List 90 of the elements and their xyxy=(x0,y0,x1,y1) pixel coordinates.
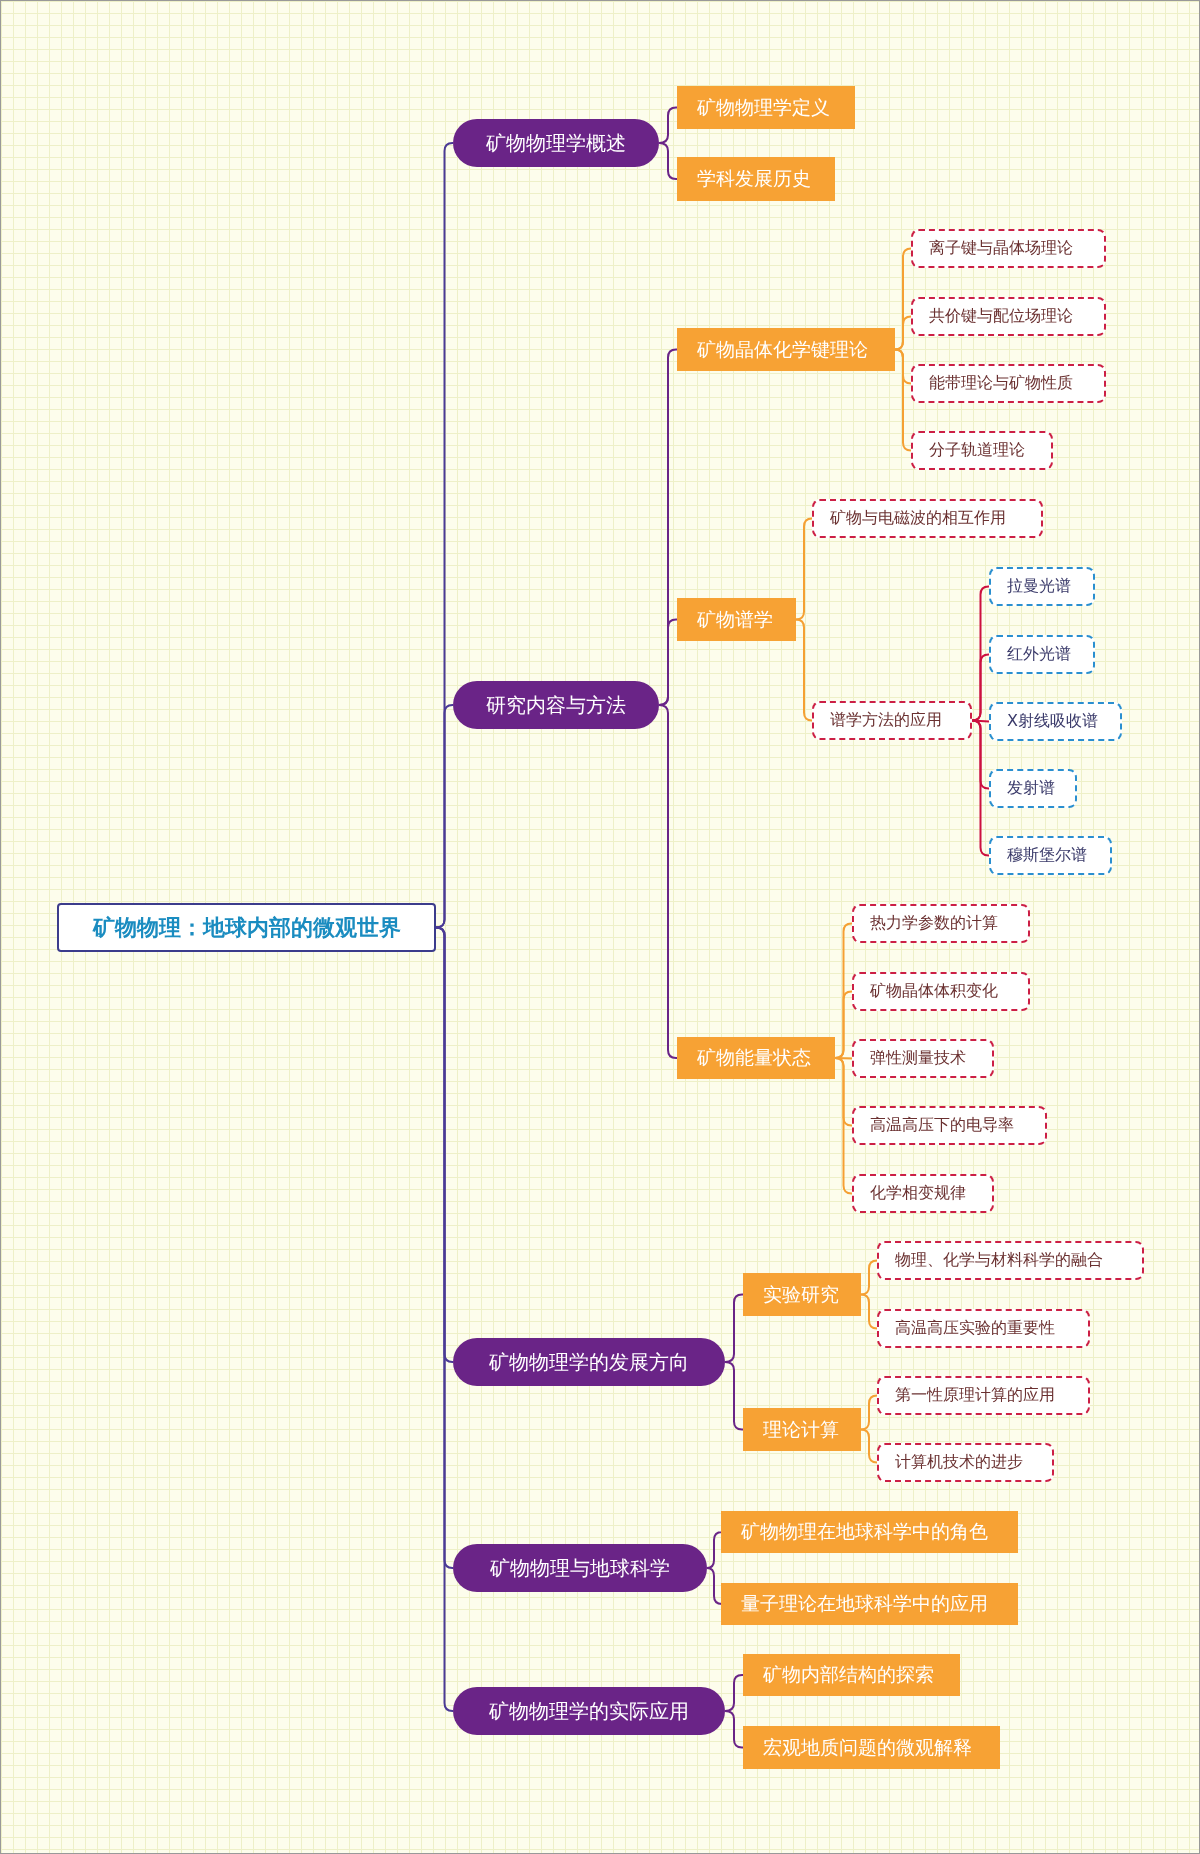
main-topic-pill xyxy=(453,681,659,729)
topic-text: 热力学参数的计算 xyxy=(870,913,998,934)
root-topic-box xyxy=(57,903,436,952)
detail-dashed-box xyxy=(852,972,1030,1011)
topic-text: 分子轨道理论 xyxy=(929,440,1025,461)
topic-text: 共价键与配位场理论 xyxy=(929,306,1073,327)
detail-dashed-box xyxy=(812,701,972,740)
detail-dashed-box xyxy=(989,635,1095,674)
detail-dashed-box xyxy=(852,904,1030,943)
topic-text: 高温高压实验的重要性 xyxy=(895,1318,1055,1339)
topic-text: 计算机技术的进步 xyxy=(895,1452,1023,1473)
subtopic-box xyxy=(743,1273,861,1316)
topic-text: 矿物能量状态 xyxy=(697,1045,811,1070)
detail-dashed-box xyxy=(812,499,1043,538)
detail-dashed-box xyxy=(911,431,1053,470)
topic-text: 宏观地质问题的微观解释 xyxy=(763,1734,972,1760)
topic-text: 量子理论在地球科学中的应用 xyxy=(741,1591,988,1616)
subtopic-box xyxy=(677,598,796,641)
branch-connector xyxy=(894,315,912,351)
topic-text: 发射谱 xyxy=(1007,778,1055,799)
topic-text: 矿物物理与地球科学 xyxy=(490,1554,670,1582)
subtopic-box xyxy=(721,1511,1018,1553)
topic-text: 矿物物理：地球内部的微观世界 xyxy=(92,913,401,942)
branch-connector xyxy=(658,142,678,180)
detail-dashed-box xyxy=(989,702,1122,741)
topic-text: 矿物物理学的实际应用 xyxy=(489,1697,689,1725)
main-topic-pill xyxy=(453,119,659,167)
detail-dashed-box xyxy=(877,1241,1144,1280)
topic-text: 研究内容与方法 xyxy=(486,691,626,719)
branch-connector xyxy=(435,704,454,929)
subtopic-box xyxy=(677,86,855,129)
topic-text: 矿物物理学定义 xyxy=(697,94,830,120)
topic-text: 第一性原理计算的应用 xyxy=(895,1385,1055,1406)
topic-text: 高温高压下的电导率 xyxy=(870,1115,1014,1136)
branch-connector xyxy=(724,1710,744,1749)
detail-dashed-box xyxy=(852,1106,1047,1145)
topic-text: 化学相变规律 xyxy=(870,1183,966,1204)
detail-dashed-box xyxy=(877,1443,1054,1482)
topic-text: 离子键与晶体场理论 xyxy=(929,238,1073,259)
topic-text: 理论计算 xyxy=(763,1416,839,1442)
subtopic-box xyxy=(677,328,895,371)
topic-text: 物理、化学与材料科学的融合 xyxy=(895,1250,1103,1271)
main-topic-pill xyxy=(453,1544,707,1592)
topic-text: 矿物物理在地球科学中的角色 xyxy=(741,1519,988,1544)
topic-text: 穆斯堡尔谱 xyxy=(1007,845,1087,866)
main-topic-pill xyxy=(453,1687,725,1735)
detail-dashed-box xyxy=(989,567,1095,606)
branch-connector xyxy=(971,653,990,722)
detail-dashed-box xyxy=(911,364,1106,403)
topic-text: 弹性测量技术 xyxy=(870,1048,966,1069)
branch-connector xyxy=(860,1293,878,1330)
detail-dashed-box xyxy=(852,1039,994,1078)
topic-text: 实验研究 xyxy=(763,1281,839,1307)
branch-connector xyxy=(971,719,990,857)
branch-connector xyxy=(860,1394,878,1431)
topic-text: 矿物内部结构的探索 xyxy=(763,1662,934,1687)
topic-text: 矿物谱学 xyxy=(697,606,773,632)
topic-text: 矿物物理学概述 xyxy=(486,129,626,157)
detail-dashed-box xyxy=(911,229,1106,268)
detail-dashed-box xyxy=(877,1376,1090,1415)
branch-connector xyxy=(834,1057,853,1195)
main-topic-pill xyxy=(453,1338,725,1386)
topic-text: 谱学方法的应用 xyxy=(830,710,942,731)
topic-text: 拉曼光谱 xyxy=(1007,576,1071,597)
detail-dashed-box xyxy=(989,769,1077,808)
branch-connector xyxy=(860,1259,878,1296)
subtopic-box xyxy=(743,1726,1000,1769)
subtopic-box xyxy=(743,1408,861,1451)
topic-text: 矿物晶体化学键理论 xyxy=(697,336,868,362)
detail-dashed-box xyxy=(989,836,1112,875)
topic-text: 矿物与电磁波的相互作用 xyxy=(830,508,1006,529)
detail-dashed-box xyxy=(911,297,1106,336)
topic-text: 矿物物理学的发展方向 xyxy=(489,1348,689,1376)
topic-text: 学科发展历史 xyxy=(697,166,811,191)
branch-connector xyxy=(658,704,678,1059)
subtopic-box xyxy=(677,157,835,201)
detail-dashed-box xyxy=(852,1174,994,1213)
topic-text: 红外光谱 xyxy=(1007,644,1071,665)
subtopic-box xyxy=(743,1654,960,1696)
branch-connector xyxy=(724,1361,744,1431)
subtopic-box xyxy=(677,1037,835,1079)
subtopic-box xyxy=(721,1583,1018,1625)
branch-connector xyxy=(795,618,813,722)
detail-dashed-box xyxy=(877,1309,1090,1348)
topic-text: X射线吸收谱 xyxy=(1007,711,1098,732)
branch-connector xyxy=(795,517,813,621)
branch-connector xyxy=(860,1428,878,1464)
topic-text: 矿物晶体体积变化 xyxy=(870,981,998,1002)
topic-text: 能带理论与矿物性质 xyxy=(929,373,1073,394)
branch-connector xyxy=(894,348,912,452)
